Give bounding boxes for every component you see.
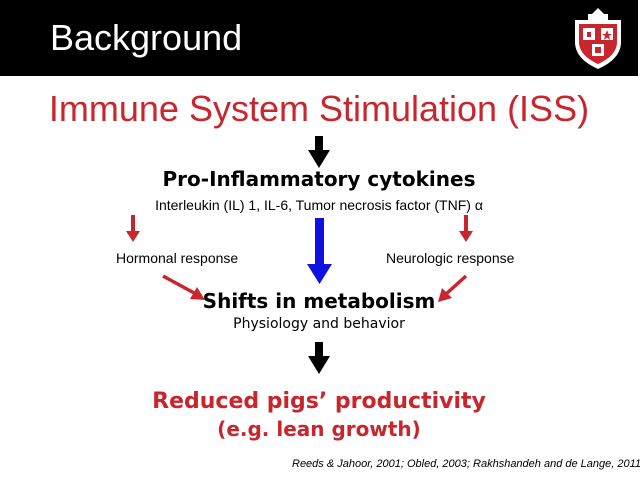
header-bar: Background: [0, 0, 638, 76]
arrow-black-bottom: [308, 342, 330, 374]
hormonal-response-label: Hormonal response: [116, 250, 239, 266]
arrow-red-right: [459, 215, 473, 242]
metabolism-subheading: Physiology and behavior: [233, 316, 405, 332]
metabolism-heading: Shifts in metabolism: [202, 289, 436, 313]
university-shield-logo-icon: [575, 8, 621, 69]
arrow-red-diagonal-right: [438, 274, 468, 302]
arrow-red-left: [126, 215, 140, 242]
cytokines-heading: Pro-Inflammatory cytokines: [162, 167, 476, 191]
header-title: Background: [50, 17, 243, 58]
main-title: Immune System Stimulation (ISS): [48, 88, 590, 129]
arrow-blue-center: [307, 218, 332, 284]
arrow-red-diagonal-left: [162, 274, 205, 300]
arrow-black-top: [308, 136, 330, 168]
cytokines-list: Interleukin (IL) 1, IL-6, Tumor necrosis…: [155, 197, 483, 213]
references-citation: Reeds & Jahoor, 2001; Obled, 2003; Rakhs…: [292, 458, 641, 470]
outcome-line1: Reduced pigs’ productivity: [152, 389, 486, 414]
neurologic-response-label: Neurologic response: [386, 250, 515, 266]
outcome-line2: (e.g. lean growth): [217, 417, 421, 441]
